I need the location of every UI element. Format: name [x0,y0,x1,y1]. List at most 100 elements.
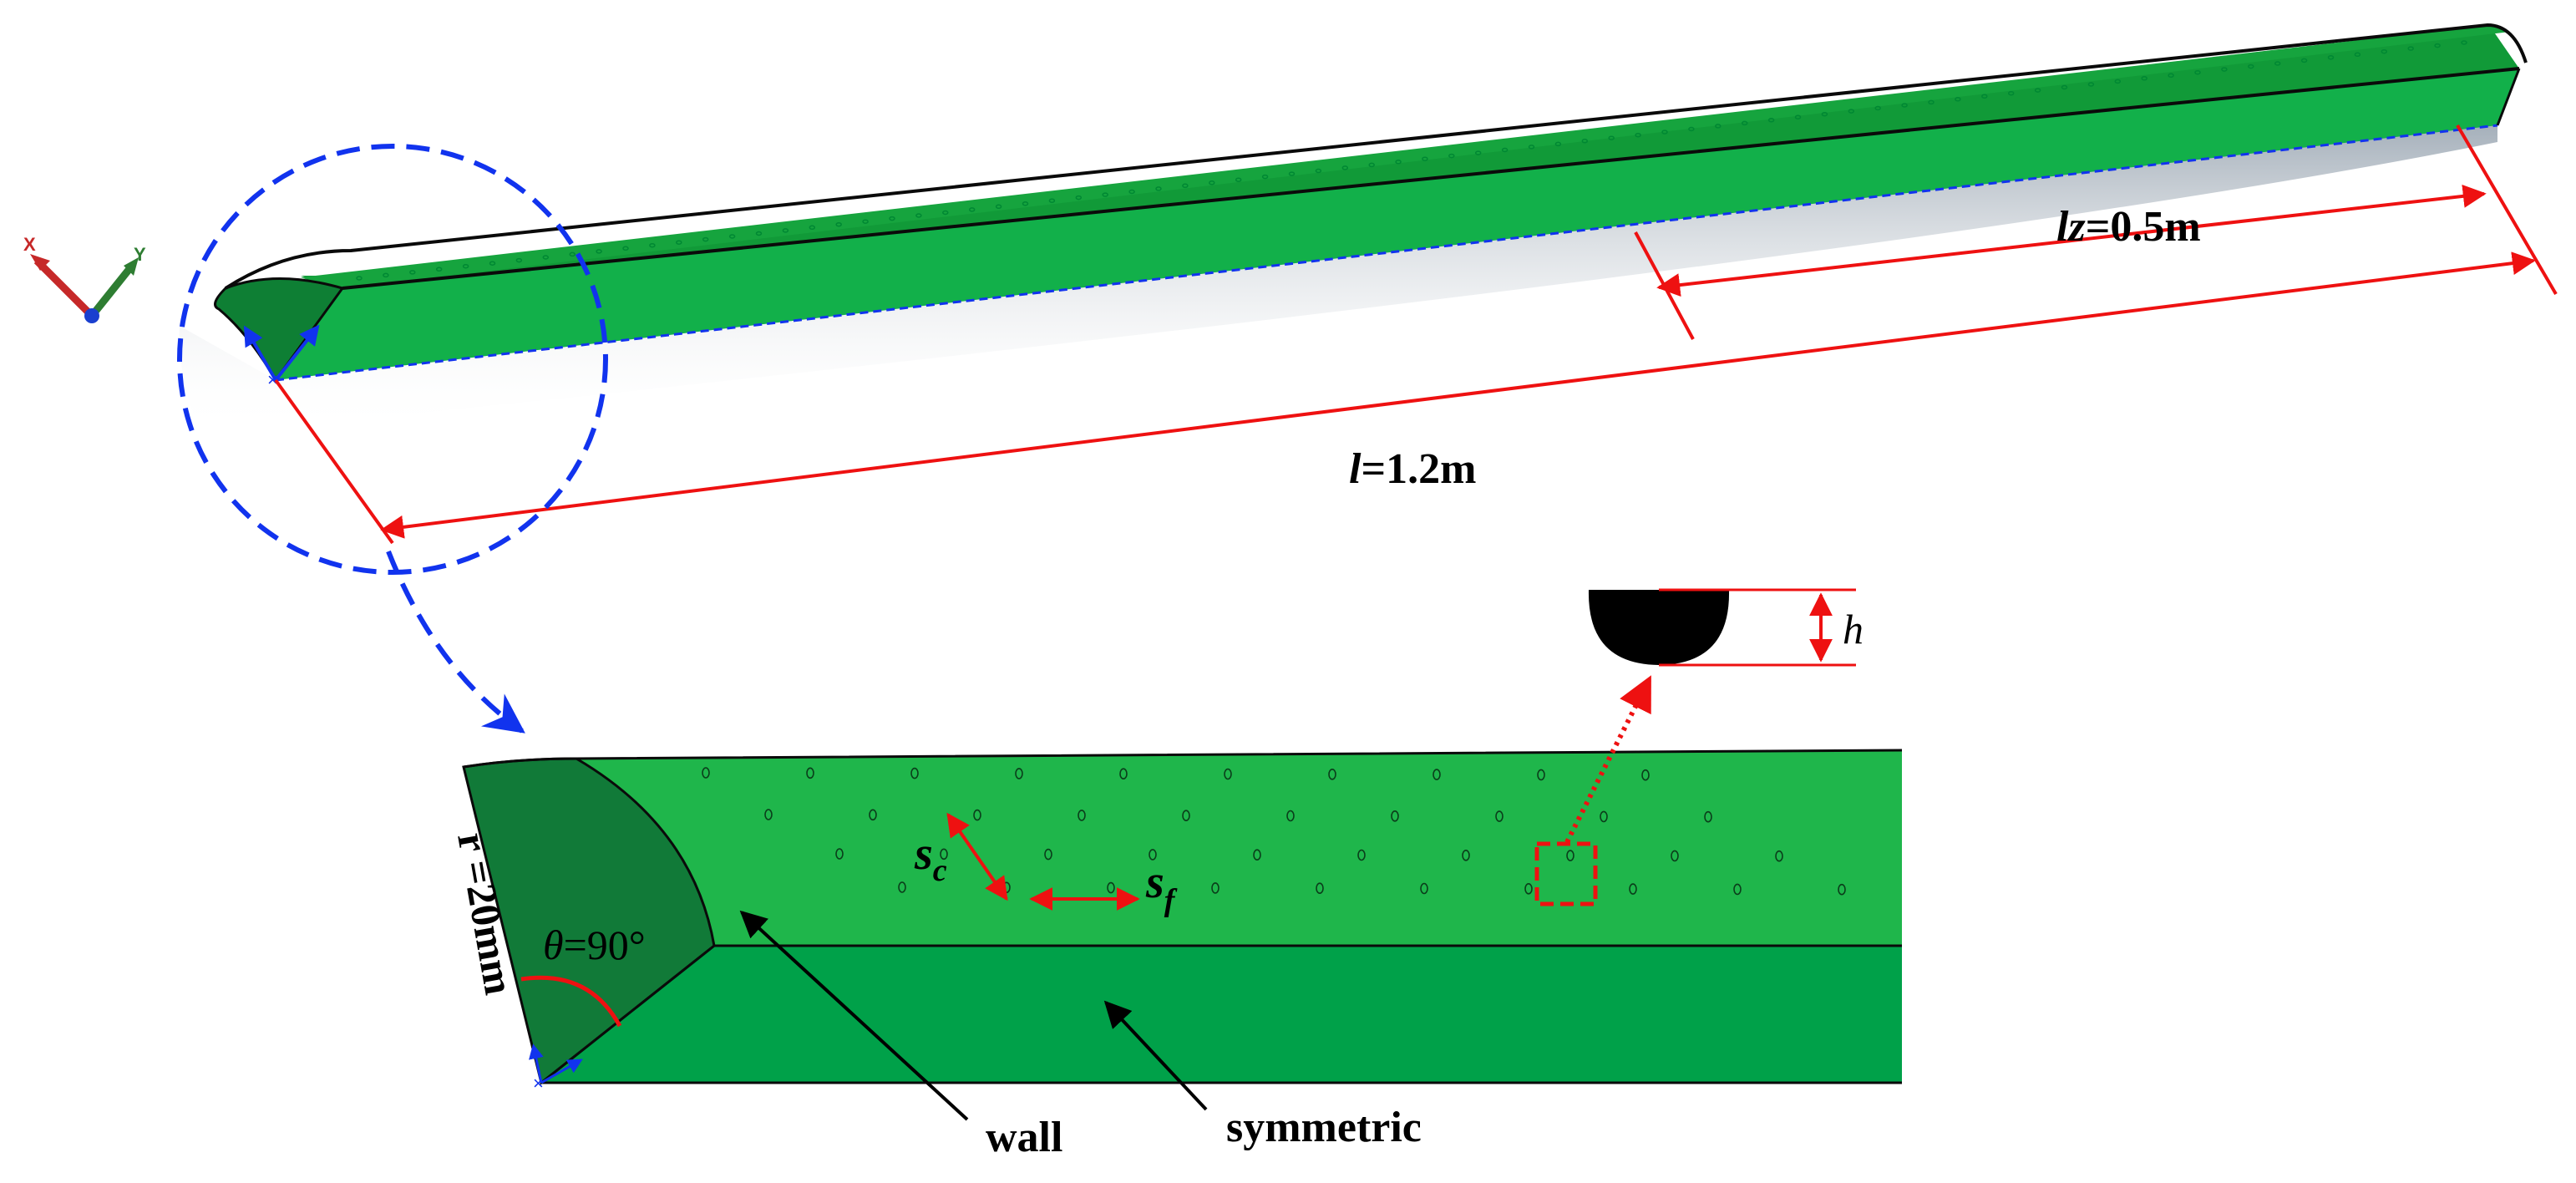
hole-dot [2327,55,2335,60]
hole-dot [1704,810,1712,823]
hole-cross-section: h [1588,588,1864,667]
hole-dot [1422,156,1428,161]
hole-dot [835,221,842,227]
hole-dot [1874,105,1881,111]
hole-dot [1608,135,1615,140]
hole-dot [2087,82,2095,87]
hole-dot [862,219,869,224]
hole-dot [649,242,656,248]
hole-dot [1155,186,1162,191]
hole-dot [2248,63,2254,69]
hole-dot [2461,40,2467,45]
hole-dot [2434,43,2441,48]
hole-dot [1420,882,1428,895]
hole-dot [1119,768,1128,780]
hole-dot [2381,48,2388,54]
dimension-zone-length [1634,184,2487,340]
hole-dot [1794,114,1802,119]
hole-dot [2300,58,2308,63]
hole-dot [806,767,814,779]
hole-dot [764,809,773,820]
svg-text:×: × [533,1073,544,1094]
hole-dot [968,207,976,212]
hole-dot [1022,201,1029,206]
hole-dot [1448,153,1455,159]
dimension-total-length [274,124,2558,545]
hole-dot [835,848,844,860]
hole-dot [910,767,919,779]
hole-dot [755,231,763,236]
hole-dot [2194,69,2201,75]
hole-dot [1495,810,1504,822]
hole-dot [898,881,906,893]
hole-dot [702,767,710,779]
hole-dot [1581,139,1589,144]
angle-label: θ=90° [543,922,646,968]
hole-dot [1224,768,1232,780]
hole-dot [2061,84,2068,90]
hole-dot [1715,124,1722,129]
hole-dot [2354,52,2361,58]
hole-dot [676,240,682,245]
hole-dot [1537,769,1545,781]
hole-dot [1328,768,1336,780]
hole-dot [1341,165,1349,170]
hole-dot [1524,883,1533,895]
hole-dot [1395,160,1402,165]
hole-dot [2407,46,2414,51]
hole-dot [1528,145,1535,150]
hole-dot [2274,61,2281,66]
hole-highlight [1534,675,1652,906]
hole-dot [1838,883,1846,896]
axis-triad: X Y [23,234,146,323]
hole-dot [1741,120,1748,126]
hole-dot [356,276,363,281]
hole-dot [2221,67,2228,72]
hole-dot [1261,174,1269,180]
hole-dot [1566,850,1575,861]
sc-label: sc [914,828,947,888]
hole-dot [1075,195,1083,201]
hole-dot [1821,111,1828,117]
hole-dot [1600,810,1608,823]
length-zone-label: lz=0.5m [2056,203,2201,251]
angle-value: =90° [564,922,646,968]
spacing-flow: sf [1029,856,1178,918]
hole-dot [1235,177,1242,182]
hole-dot [2007,90,2015,96]
hole-dot [1253,849,1261,861]
hole-dot [1211,882,1220,894]
hole-dot [1635,132,1641,138]
hole-dot [1391,810,1399,822]
hole-dot [1955,97,1961,102]
sf-main: s [1145,856,1164,908]
hole-dot [889,216,895,221]
hole-dot [2114,79,2122,84]
hole-dot [1102,192,1108,197]
hole-dot [1209,180,1215,185]
hole-dot [1078,810,1086,821]
length-total-var: l [1349,445,1362,493]
hole-dot [1433,769,1441,780]
sc-sub: c [933,853,947,888]
hole-dot [1981,94,1988,99]
svg-text:×: × [267,369,278,390]
length-total-val: =1.2m [1361,445,1476,493]
hole-dot [622,246,629,251]
hole-dot [915,213,922,218]
hole-dot [1688,126,1695,132]
hole-dot [1128,189,1135,195]
hole-dot [1288,171,1296,176]
hole-dot [782,228,789,233]
spacing-circumferential: sc [914,812,1008,901]
wall-label: wall [986,1114,1062,1161]
length-zone-val: =0.5m [2086,203,2201,251]
channel-detail: × [462,749,1903,1094]
hole-dot [1767,118,1775,123]
hole-dot [869,809,877,821]
hole-dot [1286,810,1295,822]
hole-dot [1044,848,1052,861]
hole-dots-detail [702,767,1846,896]
angle-symbol: θ [543,922,564,968]
